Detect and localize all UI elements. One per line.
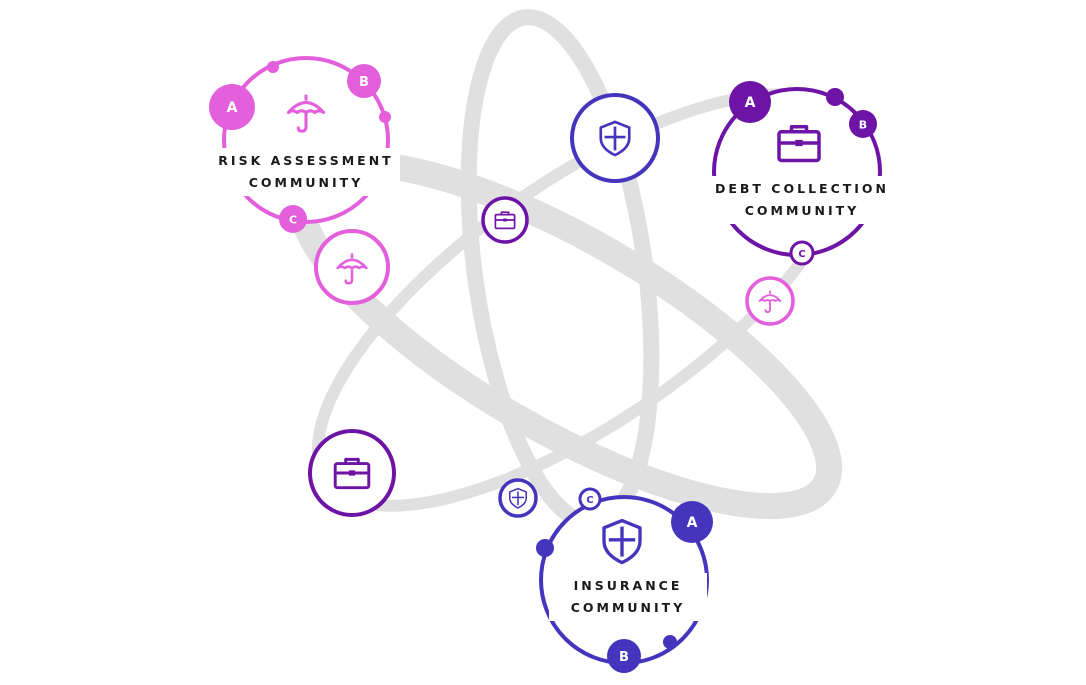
debt-community-label: DEBT COLLECTION COMMUNITY	[703, 176, 901, 224]
debt-node-a-label: A	[745, 95, 756, 111]
insurance-community-label-line2: COMMUNITY	[570, 600, 686, 615]
debt-node-c-label: C	[798, 249, 805, 260]
risk-node-b-label: B	[359, 75, 369, 90]
risk-assessment-community: A B C	[209, 56, 391, 233]
debt-node-b[interactable]	[849, 110, 877, 138]
risk-node-b[interactable]	[347, 64, 381, 98]
insurance-small-dot	[536, 539, 554, 557]
insurance-node-c-label: C	[586, 495, 593, 506]
debt-collection-community: A B C	[712, 81, 882, 266]
debt-community-label-line1: DEBT COLLECTION	[714, 181, 890, 196]
risk-node-a[interactable]	[209, 84, 255, 130]
debt-small-dot	[826, 88, 844, 106]
risk-community-label: RISK ASSESSMENT COMMUNITY	[212, 148, 400, 196]
debt-community-label-line2: COMMUNITY	[744, 203, 860, 218]
floating-umbrella-large[interactable]	[314, 229, 390, 305]
insurance-small-dot	[663, 635, 677, 649]
insurance-node-a-label: A	[687, 515, 698, 531]
floating-briefcase-large[interactable]	[308, 429, 396, 517]
debt-node-a[interactable]	[729, 81, 771, 123]
floating-briefcase-small[interactable]	[481, 196, 529, 244]
insurance-node-b[interactable]	[607, 639, 641, 673]
risk-community-label-line1: RISK ASSESSMENT	[218, 153, 394, 168]
insurance-community-label: INSURANCE COMMUNITY	[549, 573, 707, 621]
debt-node-c[interactable]	[789, 240, 815, 266]
risk-small-dot	[379, 111, 391, 123]
insurance-community-label-line1: INSURANCE	[573, 578, 683, 593]
insurance-node-c[interactable]	[578, 487, 602, 511]
debt-node-b-label: B	[859, 119, 867, 132]
risk-node-a-label: A	[227, 100, 238, 116]
insurance-node-b-label: B	[619, 650, 629, 665]
risk-small-dot	[267, 61, 279, 73]
floating-shield-large[interactable]	[570, 93, 660, 183]
risk-node-c[interactable]	[279, 205, 307, 233]
insurance-node-a[interactable]	[671, 501, 713, 543]
floating-umbrella-small[interactable]	[745, 276, 795, 326]
risk-community-label-line2: COMMUNITY	[248, 175, 364, 190]
risk-node-c-label: C	[289, 214, 297, 227]
floating-shield-small[interactable]	[498, 478, 538, 518]
